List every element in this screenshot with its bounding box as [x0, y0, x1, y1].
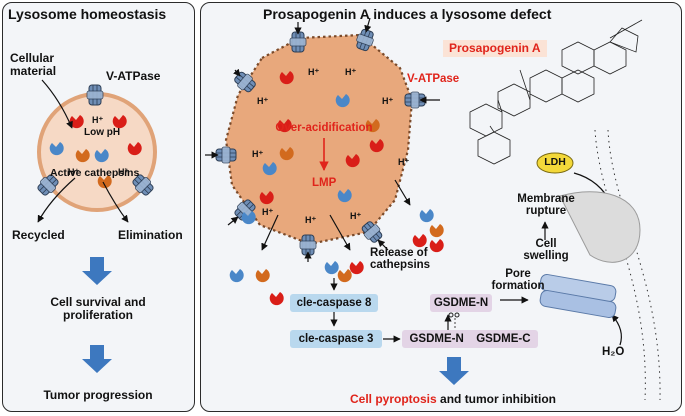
left-v-atpase-label: V-ATPase — [106, 69, 161, 83]
low-ph-label: Low pH — [84, 127, 121, 138]
over-acidification-label: Over-acidification — [275, 122, 373, 134]
h-plus-4: H⁺ — [382, 96, 394, 106]
water-label: H₂O — [602, 346, 625, 358]
cle-caspase3-box: cle-caspase 3 — [290, 330, 382, 348]
tumor-inhibition-text: and tumor inhibition — [436, 392, 557, 406]
left-panel-title: Lysosome homeostasis — [8, 6, 167, 22]
pore-formation-label: Pore formation — [491, 268, 545, 293]
h-plus-7: H⁺ — [262, 207, 274, 217]
right-v-atpase-label: V-ATPase — [407, 73, 460, 85]
active-cathepsins-label: Active cathepsins — [50, 167, 140, 179]
release-of-cathepsins-label: Release of cathepsins — [370, 247, 431, 272]
membrane-rupture-label: Membrane rupture — [517, 193, 575, 218]
left-cathepsins — [49, 115, 142, 189]
lysosome-cathepsins — [259, 71, 384, 205]
outcome-block-arrow — [439, 357, 469, 385]
h-plus-8: H⁺ — [305, 215, 317, 225]
prosapogenin-a-label: Prosapogenin A — [443, 40, 547, 57]
left-h-plus-3: H⁺ — [118, 167, 130, 177]
cell-pyroptosis-text: Cell pyroptosis — [350, 392, 437, 406]
outcome-line: Cell pyroptosis and tumor inhibition — [350, 393, 556, 406]
ldh-badge — [536, 152, 574, 174]
recycled-label: Recycled — [12, 228, 65, 242]
left-h-plus-2: H⁺ — [68, 167, 80, 177]
right-panel-title: Prosapogenin A induces a lysosome defect — [263, 6, 552, 22]
cell-membrane — [559, 129, 661, 401]
released-cathepsins — [229, 209, 444, 306]
left-block-arrows — [82, 257, 112, 373]
cell-swelling-label: Cell swelling — [523, 238, 569, 263]
left-h-plus-1: H⁺ — [92, 115, 104, 125]
lmp-label: LMP — [312, 177, 337, 189]
gsdme-n-box: GSDME-N — [430, 294, 492, 312]
h-plus-9: H⁺ — [350, 211, 362, 221]
membrane-pore — [539, 273, 617, 319]
gsdme-c-part: GSDME-C — [476, 333, 531, 345]
left-arrows — [37, 79, 129, 223]
cell-survival-label: Cell survival and proliferation — [50, 295, 146, 322]
h-plus-6: H⁺ — [398, 157, 410, 167]
h-plus-1: H⁺ — [308, 67, 320, 77]
h-plus-2: H⁺ — [345, 67, 357, 77]
tumor-progression-label: Tumor progression — [43, 388, 153, 402]
h-plus-5: H⁺ — [252, 149, 264, 159]
ldh-label: LDH — [544, 156, 566, 168]
h-plus-3: H⁺ — [257, 96, 269, 106]
cle-caspase8-box: cle-caspase 8 — [290, 294, 378, 312]
gsdme-n-part: GSDME-N — [409, 333, 464, 345]
elimination-label: Elimination — [118, 228, 183, 242]
cellular-material-label: Cellular material — [10, 51, 57, 78]
prosapogenin-a-structure — [469, 19, 643, 165]
gsdme-full-box: GSDME-N GSDME-C — [402, 330, 538, 348]
